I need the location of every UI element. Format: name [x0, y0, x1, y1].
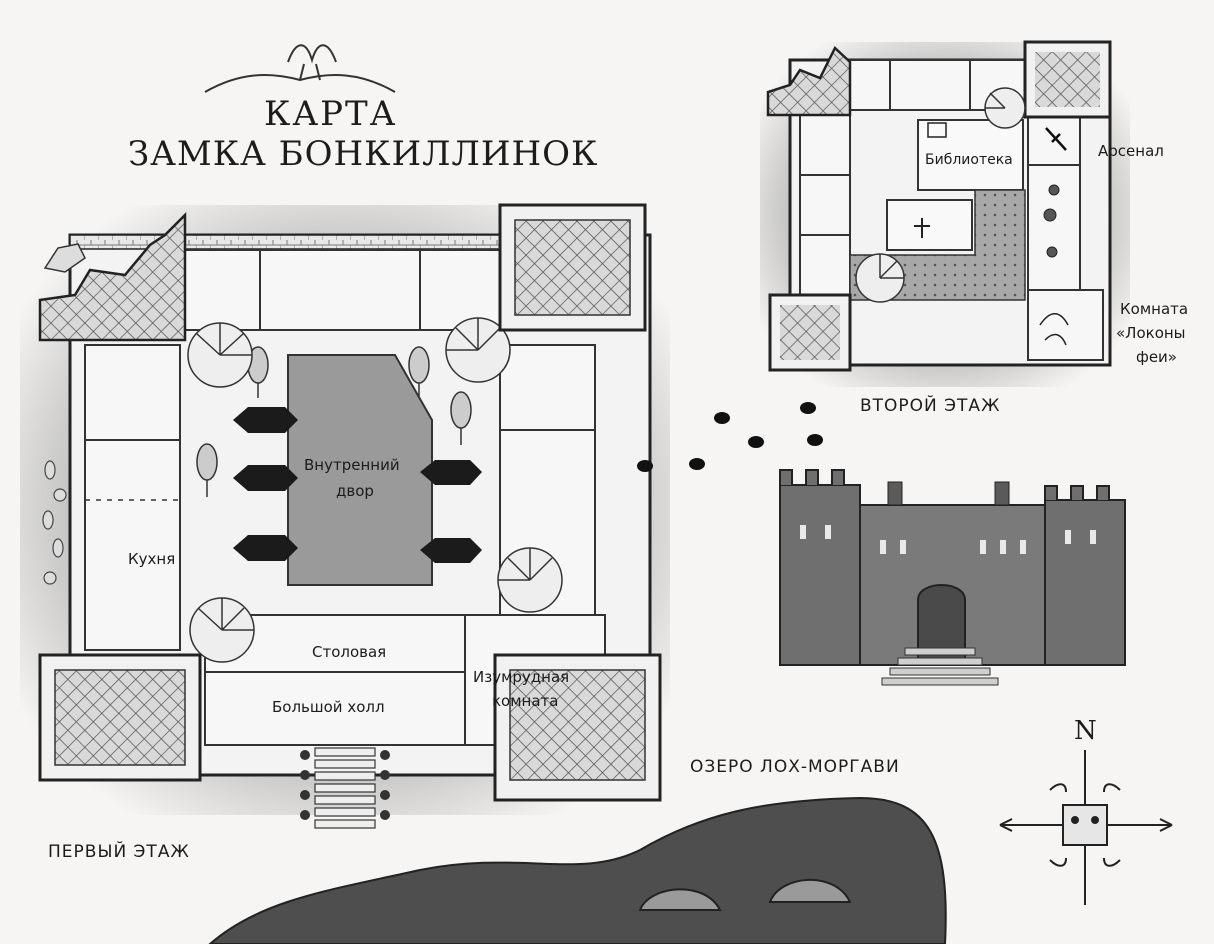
title-ribbon-ornament — [204, 44, 396, 93]
second-floor-caption: ВТОРОЙ ЭТАЖ — [860, 396, 1001, 416]
room-label-emerald-2: комната — [492, 692, 559, 710]
map-title-line1: КАРТА — [264, 94, 398, 134]
castle-facade — [779, 469, 1126, 686]
room-label-library: Библиотека — [925, 152, 1013, 168]
compass-north-label: N — [1074, 716, 1098, 746]
second-floor-plan — [760, 40, 1130, 387]
room-label-emerald-1: Изумрудная — [473, 668, 570, 686]
paw-prints — [637, 402, 823, 472]
room-label-dining: Столовая — [312, 643, 387, 661]
room-label-kitchen: Кухня — [128, 550, 176, 568]
loch-morgavie-lake — [208, 796, 947, 944]
room-label-armory: Арсенал — [1098, 142, 1164, 160]
ground-floor-caption: ПЕРВЫЙ ЭТАЖ — [48, 842, 190, 862]
ground-floor-plan — [20, 203, 670, 829]
room-label-fairy-2: «Локоны — [1116, 324, 1186, 342]
room-label-fairy-1: Комната — [1120, 300, 1189, 318]
lake-monster-humps — [638, 878, 852, 911]
room-label-great-hall: Большой холл — [272, 698, 385, 716]
room-label-fairy-3: феи» — [1136, 348, 1177, 366]
compass-rose — [999, 750, 1173, 905]
room-label-courtyard-1: Внутренний — [304, 456, 400, 474]
lake-caption: ОЗЕРО ЛОХ-МОРГАВИ — [690, 757, 900, 777]
room-label-courtyard-2: двор — [336, 482, 374, 500]
map-title-line2: ЗАМКА БОНКИЛЛИНОК — [128, 134, 599, 174]
